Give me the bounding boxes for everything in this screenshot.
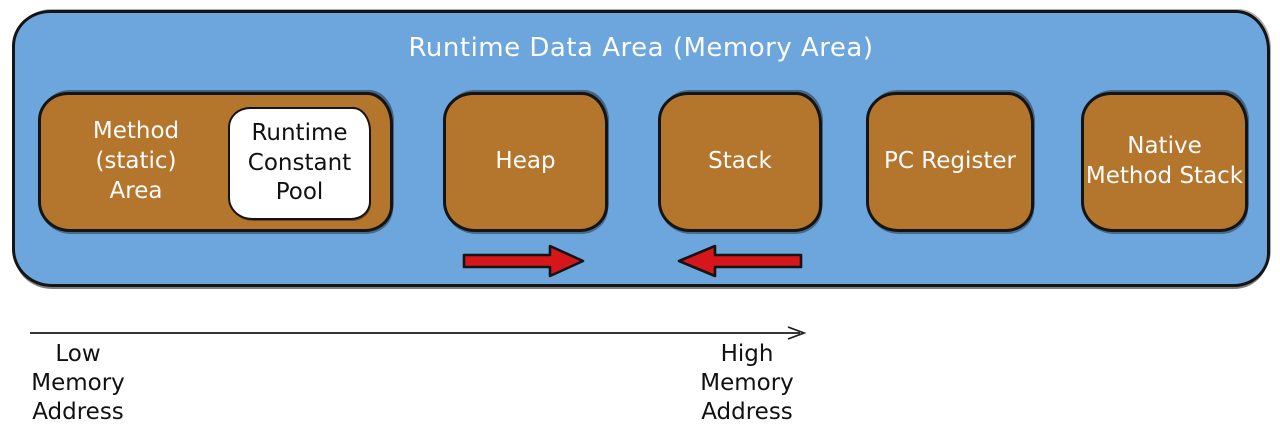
pc-register-box: PC Register <box>866 92 1034 232</box>
stack-label: Stack <box>708 148 772 175</box>
pc-register-label: PC Register <box>884 148 1016 175</box>
low-memory-address-label: Low Memory Address <box>31 341 125 425</box>
heap-label: Heap <box>495 148 556 175</box>
memory-address-axis-arrow-icon <box>30 326 807 340</box>
high-memory-address-label: High Memory Address <box>700 341 794 425</box>
heap-box: Heap <box>443 92 608 232</box>
runtime-constant-pool-box: Runtime Constant Pool <box>228 107 371 220</box>
runtime-data-area-container: Runtime Data Area (Memory Area) Method (… <box>12 10 1270 287</box>
diagram-title: Runtime Data Area (Memory Area) <box>408 33 874 63</box>
stack-growth-left-arrow-icon <box>677 244 803 278</box>
method-area-box: Method (static) Area Runtime Constant Po… <box>38 92 393 232</box>
heap-growth-right-arrow-icon <box>462 244 585 278</box>
stack-box: Stack <box>658 92 822 232</box>
method-area-label: Method (static) Area <box>92 118 180 204</box>
native-method-stack-box: Native Method Stack <box>1081 92 1248 232</box>
runtime-constant-pool-label: Runtime Constant Pool <box>247 120 352 206</box>
native-method-stack-label: Native Method Stack <box>1085 133 1244 189</box>
